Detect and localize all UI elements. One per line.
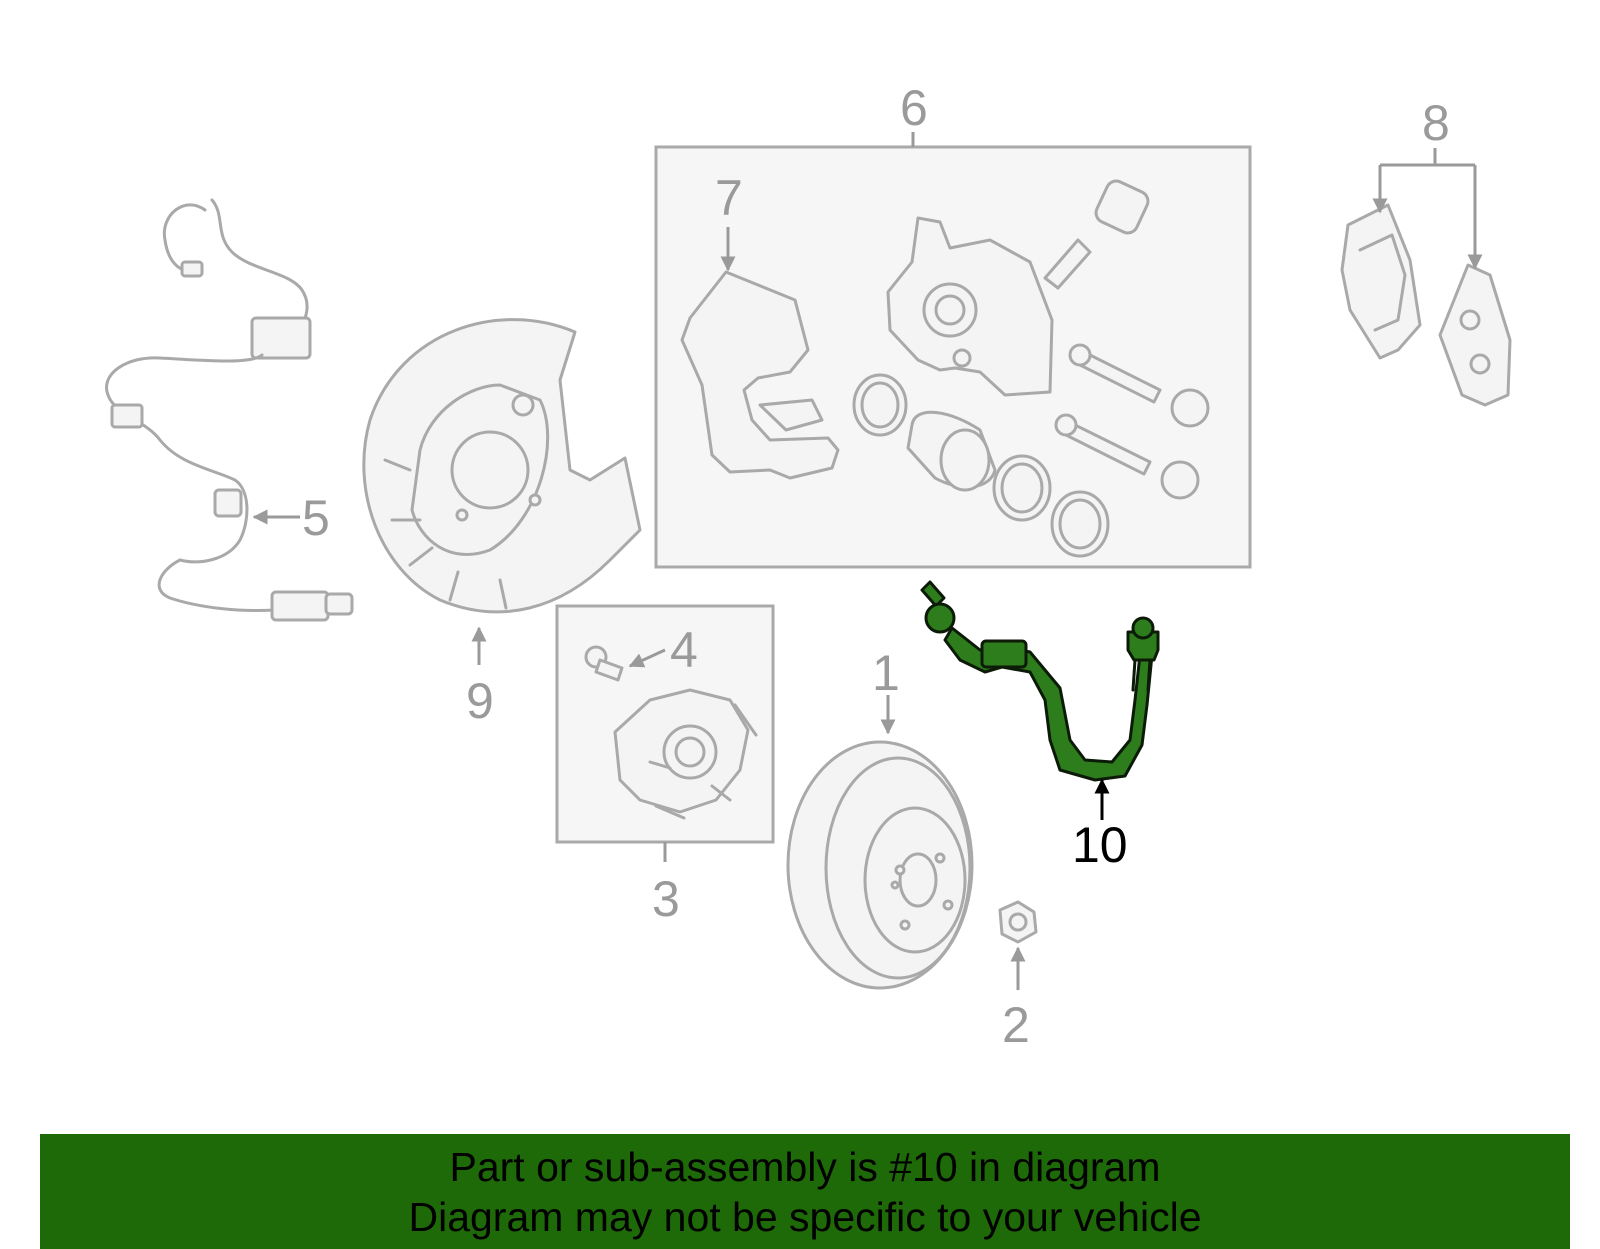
- backing-plate-part-9[interactable]: [362, 318, 642, 614]
- callout-2: 2: [1002, 997, 1030, 1053]
- caliper-bracket-part-7[interactable]: [680, 270, 840, 480]
- info-banner: Part or sub-assembly is #10 in diagram D…: [40, 1134, 1570, 1249]
- brake-rotor-part-1[interactable]: [786, 740, 974, 990]
- callout-9: 9: [466, 673, 494, 729]
- leader-lines: [252, 132, 1483, 990]
- banner-line-1: Part or sub-assembly is #10 in diagram: [449, 1144, 1161, 1190]
- hub-bolt-part-4[interactable]: [584, 645, 624, 682]
- guide-pins[interactable]: [1054, 343, 1210, 500]
- banner-line-2: Diagram may not be specific to your vehi…: [408, 1194, 1202, 1240]
- caliper-body[interactable]: [886, 216, 1054, 397]
- caliper-assembly-box-part-6[interactable]: [654, 145, 1252, 569]
- callout-3: 3: [652, 871, 680, 927]
- callout-1: 1: [872, 645, 900, 701]
- callout-8: 8: [1422, 95, 1450, 151]
- piston-and-seals[interactable]: [852, 373, 1110, 558]
- callout-7: 7: [715, 170, 743, 226]
- bleeder-screw[interactable]: [1043, 178, 1151, 290]
- callout-10: 10: [1072, 817, 1128, 873]
- abs-sensor-wire-part-5[interactable]: [105, 198, 354, 622]
- brake-pads-part-8[interactable]: [1340, 203, 1512, 407]
- hub-assembly-box-part-3[interactable]: [555, 604, 775, 844]
- callout-5: 5: [302, 490, 330, 546]
- callout-4: 4: [670, 622, 698, 678]
- brake-hose-part-10[interactable]: [920, 580, 1160, 782]
- callout-6: 6: [900, 80, 928, 136]
- nut-part-2[interactable]: [998, 900, 1038, 944]
